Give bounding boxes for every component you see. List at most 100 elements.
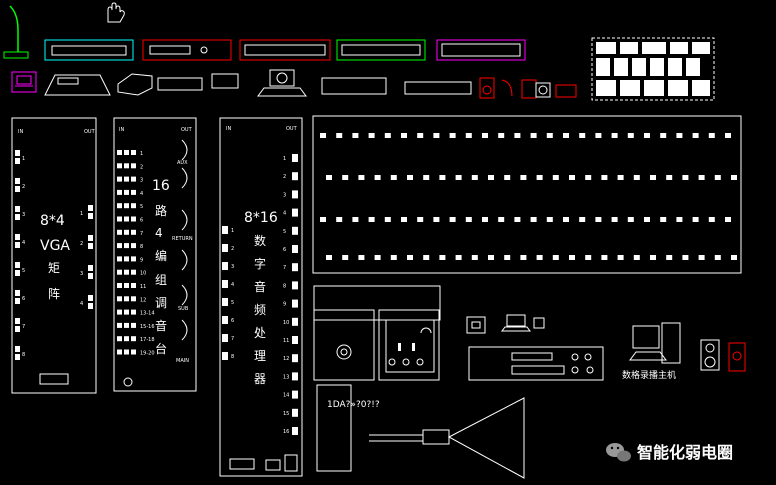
panel-port [569, 255, 575, 260]
mixer-16-4: IN OUT 12345678910111213-1415-1617-1819-… [113, 117, 197, 392]
vga-out-number: 3 [80, 271, 83, 277]
dsp-in-number: 7 [231, 336, 234, 342]
panel-port [336, 217, 343, 222]
dsp-out-port [292, 263, 298, 272]
panel-port [530, 133, 537, 138]
projector-label: 1DA?»?0?!? [327, 400, 380, 410]
vga-out-port [88, 235, 93, 241]
panel-port [563, 217, 569, 222]
vga-out-port [88, 213, 93, 219]
green-rack-device [336, 39, 426, 61]
speaker-icon [700, 339, 720, 371]
panel-port [552, 255, 559, 260]
mixer-in-port [124, 256, 129, 262]
panel-port [401, 217, 407, 222]
panel-port [374, 175, 381, 180]
panel-port [650, 175, 656, 180]
panel-port [384, 133, 391, 138]
vga-in-number: 6 [22, 296, 25, 302]
panel-port [725, 133, 731, 138]
red-rack-device [142, 39, 232, 61]
vga-out-number: 1 [80, 211, 83, 217]
vga-in-number: 1 [22, 156, 25, 162]
dsp-out-port [292, 208, 298, 217]
panel-port [488, 175, 494, 180]
dsp-out-port [292, 354, 298, 363]
mixer-in-port [131, 256, 136, 262]
cyan-rack-device [44, 39, 134, 61]
vga-in-number: 7 [22, 324, 25, 330]
mixer-title: 16 [152, 178, 170, 194]
panel-port [644, 133, 650, 138]
mixer-in-port [117, 296, 122, 302]
panel-port [666, 255, 673, 260]
vga-in-port [15, 354, 20, 360]
panel-port [520, 175, 527, 180]
mixer-in-port [117, 203, 122, 209]
projector-icon [422, 429, 450, 445]
mixer-in-number: 6 [140, 218, 143, 224]
panel-port [611, 217, 618, 222]
panel-port [449, 217, 456, 222]
mixer-aux-label: AUX [177, 160, 188, 166]
mixer-in-port [117, 349, 122, 355]
dsp-out-port [292, 299, 298, 308]
vga-in-port [15, 270, 20, 276]
vga-out-port [88, 303, 93, 309]
dsp-char-6: 器 [254, 372, 266, 386]
camera-icon [257, 69, 307, 97]
panel-port [342, 175, 349, 180]
dsp-out-port [292, 372, 298, 381]
panel-port [455, 255, 462, 260]
mixer-in-number: 7 [140, 231, 143, 237]
panel-port [465, 217, 472, 222]
panel-port [352, 133, 359, 138]
panel-port [417, 133, 424, 138]
panel-port [449, 133, 456, 138]
vga-out-port [88, 243, 93, 249]
projection-screen [447, 397, 525, 479]
mixer-char-1: 4 [155, 226, 163, 240]
panel-port [423, 255, 430, 260]
panel-port [401, 133, 407, 138]
mixer-in-port [117, 150, 122, 155]
mixer-in-number: 5 [140, 204, 143, 210]
vga-out-label: OUT [84, 129, 96, 135]
network-socket-icon [466, 316, 486, 334]
laptop-icon [11, 71, 37, 93]
panel-port [368, 133, 375, 138]
panel-port [352, 217, 359, 222]
dsp-out-number: 3 [283, 192, 286, 198]
panel-port [498, 217, 505, 222]
mixer-in-port [124, 296, 129, 302]
vga-out-number: 2 [80, 241, 83, 247]
panel-port [595, 217, 602, 222]
panel-port [498, 133, 505, 138]
dsp-out-port [292, 190, 298, 199]
mixer-in-number: 8 [140, 244, 143, 250]
panel-port [546, 133, 553, 138]
panel-port [552, 175, 559, 180]
mixer-in-port [117, 309, 122, 315]
dsp-out-port [292, 172, 298, 181]
controller-console-icon [44, 74, 111, 96]
panel-port [692, 133, 699, 138]
phone-icon [728, 342, 746, 372]
panel-port [336, 133, 343, 138]
mixer-out-label: OUT [181, 127, 193, 133]
mixer-char-3: 组 [155, 273, 167, 287]
mixer-in-port [124, 243, 129, 249]
dsp-in-port [222, 280, 228, 288]
panel-port [520, 255, 527, 260]
panel-port [417, 217, 424, 222]
mixer-char-2: 编 [155, 248, 167, 263]
panel-port [390, 255, 397, 260]
mixer-in-port [124, 163, 129, 169]
dsp-usb [284, 454, 298, 472]
vga-sub2: 阵 [48, 287, 60, 301]
panel-port [536, 255, 543, 260]
watermark-text: 智能化弱电圈 [637, 443, 733, 462]
panel-port [514, 133, 521, 138]
dsp-out-port [292, 408, 298, 417]
